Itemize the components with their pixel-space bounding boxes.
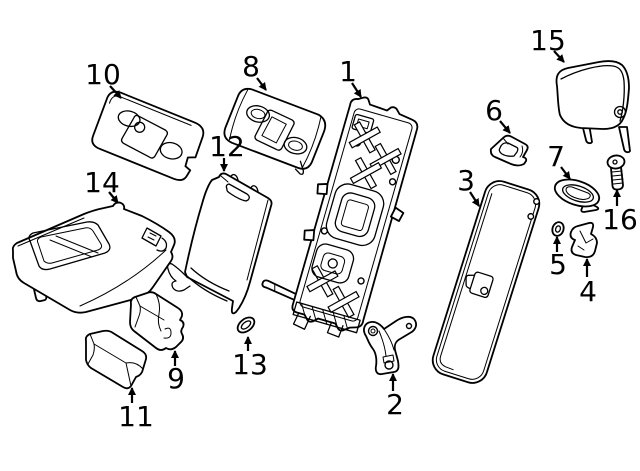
callout-arrow (560, 166, 571, 180)
callout-label: 2 (386, 388, 404, 421)
callout-label: 15 (530, 24, 566, 57)
callout-arrow (351, 82, 362, 98)
part-4-bracket (569, 221, 598, 259)
part-6-guide (489, 134, 529, 167)
part-9-cover (129, 291, 185, 351)
callout-14: 14 (84, 166, 120, 204)
callout-label: 6 (485, 94, 503, 127)
part-14-armrest (11, 201, 176, 314)
part-16-screw (606, 154, 626, 191)
callout-label: 3 (457, 164, 475, 197)
callout-label: 4 (579, 275, 597, 308)
callout-arrow (469, 191, 480, 207)
callout-label: 10 (85, 58, 121, 91)
callout-arrow (108, 191, 119, 204)
callout-label: 5 (549, 248, 567, 281)
callout-label: 13 (232, 348, 268, 381)
part-2-bracket (363, 315, 417, 376)
part-12-panel (166, 172, 273, 315)
callout-label: 14 (84, 166, 120, 199)
callout-1: 1 (339, 55, 362, 98)
callout-2: 2 (386, 373, 404, 421)
callout-13: 13 (232, 336, 268, 381)
part-7-bezel (553, 178, 601, 213)
callout-3: 3 (457, 164, 480, 207)
callout-8: 8 (242, 50, 267, 91)
part-11-cover (84, 329, 148, 390)
callout-label: 11 (118, 400, 154, 433)
callout-7: 7 (547, 140, 571, 180)
callout-label: 9 (167, 362, 185, 395)
part-1-frame (261, 96, 419, 338)
callout-4: 4 (579, 258, 597, 308)
callout-arrow (109, 85, 122, 99)
callout-9: 9 (167, 350, 185, 395)
callout-arrow (256, 77, 267, 91)
callout-label: 8 (242, 50, 260, 83)
callout-10: 10 (85, 58, 122, 99)
callout-15: 15 (530, 24, 566, 63)
callout-11: 11 (118, 387, 154, 433)
part-15-headrest (555, 60, 631, 154)
part-8-cover (223, 87, 327, 175)
callout-5: 5 (549, 236, 567, 281)
part-3-panel (431, 180, 541, 384)
callout-label: 1 (339, 55, 357, 88)
callout-arrow (499, 120, 511, 134)
callout-12: 12 (209, 130, 245, 172)
callout-label: 16 (602, 203, 638, 236)
callout-6: 6 (485, 94, 511, 134)
part-13-clip (236, 316, 256, 334)
callout-label: 12 (209, 130, 245, 163)
callout-label: 7 (547, 140, 565, 173)
callout-16: 16 (602, 189, 638, 236)
callout-arrow (553, 50, 565, 63)
part-5-grommet (551, 221, 565, 237)
